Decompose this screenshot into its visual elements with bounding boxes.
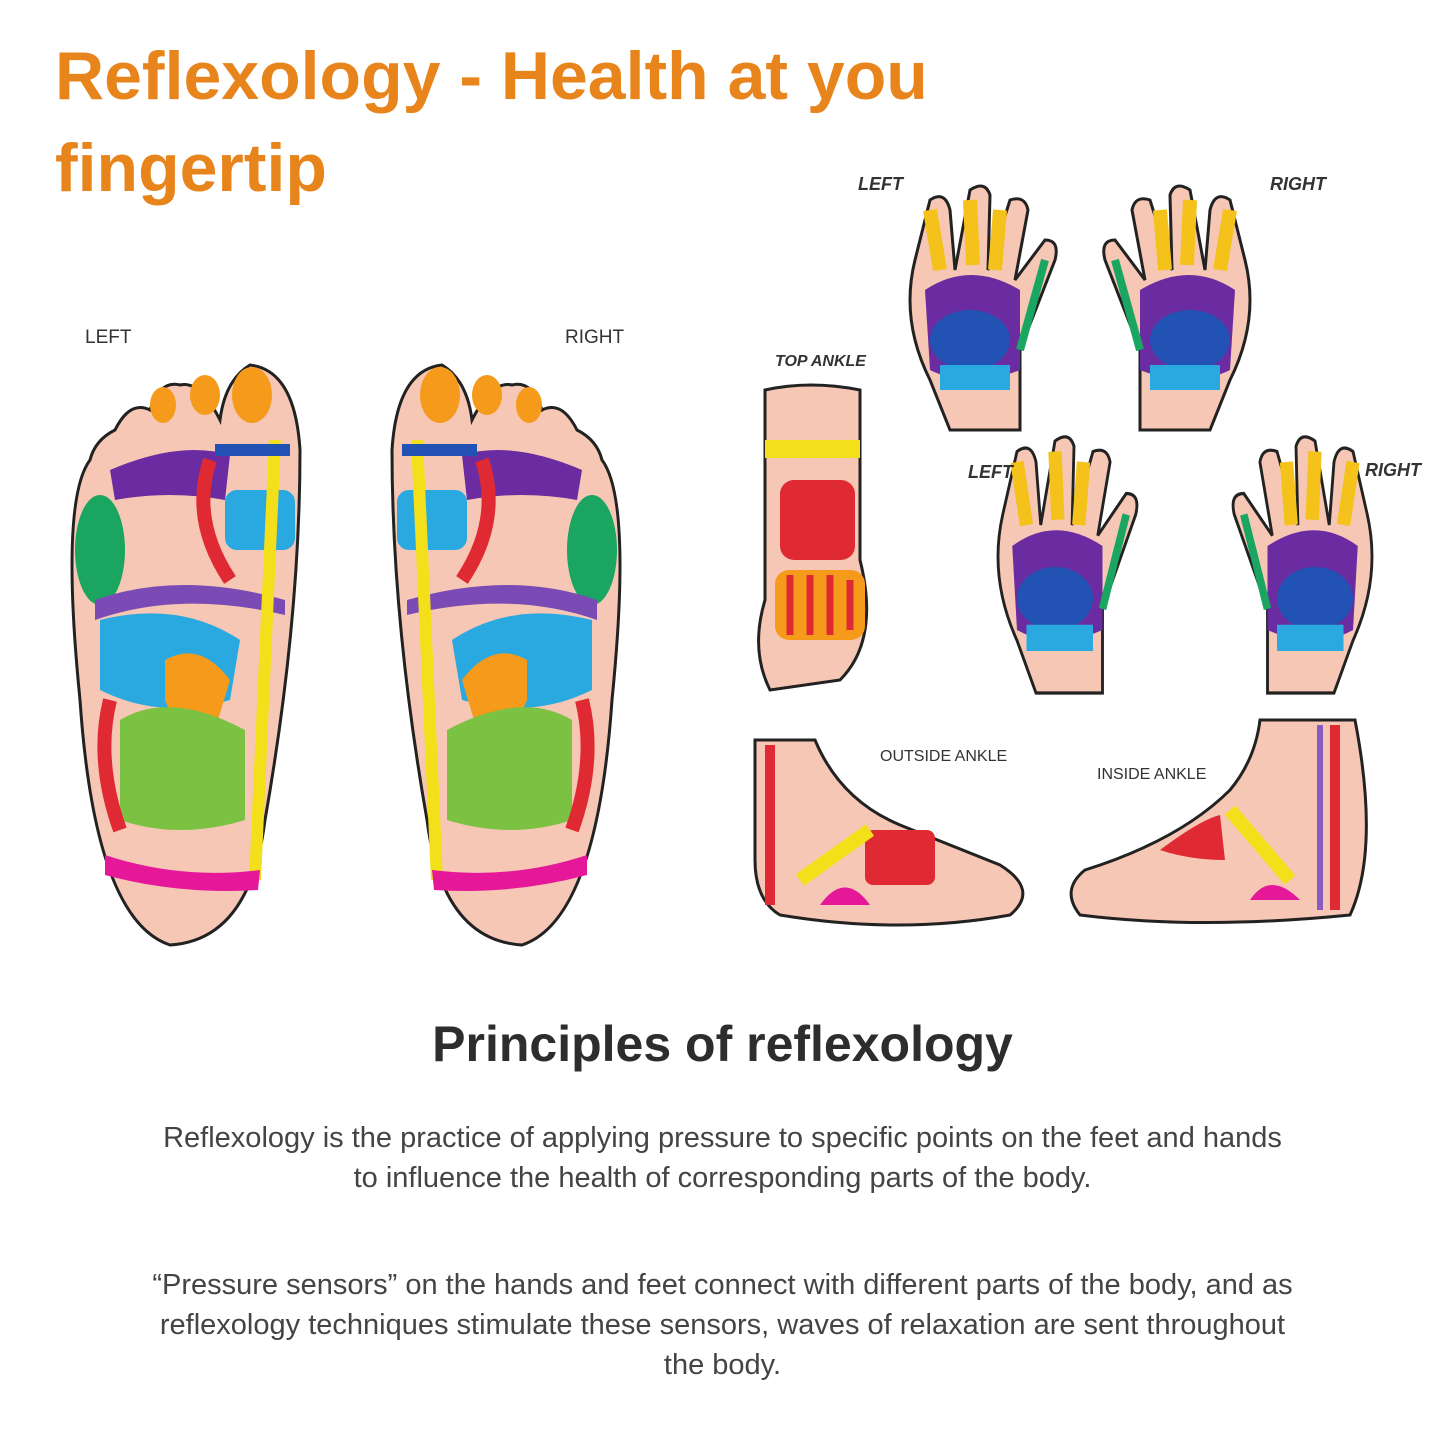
hand-back-left-label: LEFT (858, 174, 903, 194)
hand-back-right-label: RIGHT (1270, 174, 1326, 194)
foot-left-label: LEFT (85, 327, 132, 348)
reflexology-chart (0, 0, 1445, 1000)
inside-ankle-label: INSIDE ANKLE (1097, 766, 1207, 783)
outside-ankle-label: OUTSIDE ANKLE (880, 748, 1008, 765)
top-ankle-diagram (757, 383, 869, 692)
paragraph-definition: Reflexology is the practice of applying … (163, 1122, 1282, 1194)
outside-ankle-diagram (753, 738, 1025, 927)
palm-right-label: RIGHT (1365, 460, 1421, 480)
left-foot-diagram (72, 365, 300, 945)
section-heading: Principles of reflexology (432, 1016, 1013, 1072)
right-palm-diagram (1233, 437, 1372, 693)
right-hand-back-diagram (1104, 186, 1250, 430)
paragraph-pressure-sensors: “Pressure sensors” on the hands and feet… (152, 1269, 1293, 1381)
top-ankle-label: TOP ANKLE (775, 353, 866, 370)
left-hand-back-diagram (910, 186, 1056, 430)
right-foot-diagram (392, 365, 620, 945)
foot-right-label: RIGHT (565, 327, 625, 348)
inside-ankle-diagram (1069, 718, 1368, 924)
left-palm-diagram (998, 437, 1137, 693)
page-title: Reflexology - Health at you fingertip (55, 38, 928, 206)
palm-left-label: LEFT (968, 462, 1013, 482)
